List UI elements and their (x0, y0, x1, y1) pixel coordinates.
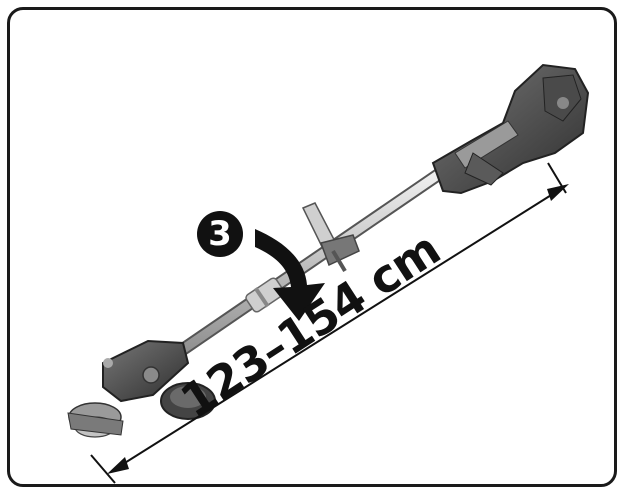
motor-housing (431, 63, 590, 195)
trimmer-illustration (67, 63, 590, 484)
auxiliary-handle (301, 202, 360, 273)
double-headed-arrow-icon (90, 162, 569, 484)
trimmer-head (67, 339, 216, 438)
illustration-frame: 3 123–154 cm (7, 7, 617, 487)
step-number-badge: 3 (197, 211, 243, 257)
trimmer-shaft (156, 161, 455, 370)
curved-arrow-down-icon (255, 229, 325, 321)
